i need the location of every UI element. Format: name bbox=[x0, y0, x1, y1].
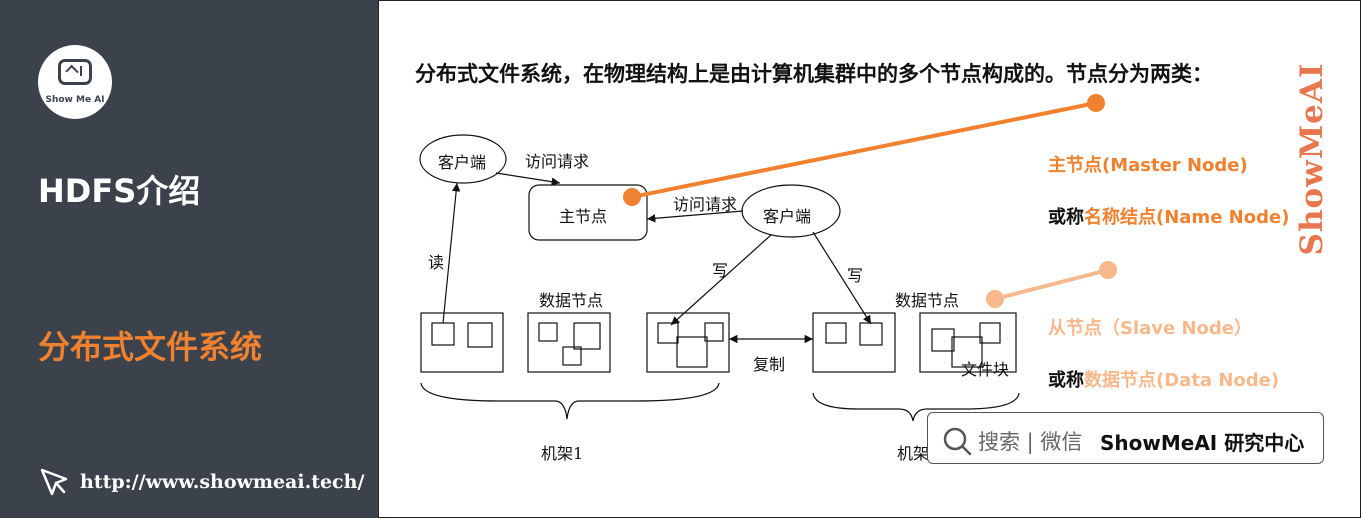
file-block-label: 文件块 bbox=[961, 360, 1010, 379]
access-request-arrow-2 bbox=[646, 210, 744, 223]
slide-heading: 分布式文件系统，在物理结构上是由计算机集群中的多个节点构成的。节点分为两类： bbox=[415, 62, 1213, 86]
website-url[interactable]: http://www.showmeai.tech/ bbox=[80, 471, 365, 493]
data-node-label-2: 数据节点 bbox=[895, 291, 960, 310]
master-callout-dot bbox=[1087, 94, 1105, 112]
access-request-arrow-1 bbox=[495, 172, 561, 186]
master-callout-line bbox=[631, 101, 1097, 199]
write-arrow-2 bbox=[812, 231, 872, 325]
file-block bbox=[467, 322, 493, 348]
data-node-text: 数据节点(Data Node) bbox=[1084, 370, 1280, 391]
file-block bbox=[825, 322, 847, 344]
data-node-box-2 bbox=[527, 312, 611, 373]
slave-callout-dot bbox=[986, 290, 1004, 308]
data-node-box-1 bbox=[420, 312, 504, 373]
client-label-1: 客户端 bbox=[438, 153, 487, 172]
file-block bbox=[979, 322, 1001, 344]
file-block bbox=[951, 336, 983, 368]
file-block bbox=[657, 322, 679, 344]
or-label: 或称 bbox=[1048, 207, 1084, 228]
file-block bbox=[676, 336, 708, 368]
file-block bbox=[931, 328, 955, 352]
watermark: ShowMeAI bbox=[1294, 62, 1330, 256]
rack-1-label: 机架1 bbox=[541, 444, 584, 463]
slide-content: 分布式文件系统，在物理结构上是由计算机集群中的多个节点构成的。节点分为两类： bbox=[378, 0, 1361, 518]
search-brand: ShowMeAI 研究中心 bbox=[1100, 431, 1305, 455]
file-block bbox=[562, 346, 582, 366]
hdfs-diagram bbox=[419, 94, 1117, 422]
name-node-legend: 或称名称结点(Name Node) bbox=[1048, 203, 1289, 229]
file-block bbox=[704, 322, 724, 342]
rack-1-brace bbox=[420, 382, 720, 420]
name-node-text: 名称结点(Name Node) bbox=[1084, 207, 1290, 228]
data-node-label-1: 数据节点 bbox=[539, 291, 604, 310]
slave-callout-dot bbox=[1099, 261, 1117, 279]
file-block bbox=[431, 322, 455, 346]
master-callout-dot bbox=[623, 188, 641, 206]
data-node-box-5 bbox=[919, 312, 1017, 373]
read-label: 读 bbox=[428, 253, 445, 272]
cursor-icon bbox=[40, 468, 68, 496]
client-label-2: 客户端 bbox=[763, 207, 812, 226]
slave-node-legend: 从节点（Slave Node） bbox=[1048, 318, 1253, 339]
sidebar: Show Me AI HDFS介绍 分布式文件系统 http://www.sho… bbox=[0, 0, 378, 518]
access-request-label-1: 访问请求 bbox=[525, 152, 590, 171]
read-arrow bbox=[442, 182, 461, 324]
logo-text: Show Me AI bbox=[45, 95, 105, 105]
search-box[interactable]: 搜索 | 微信 ShowMeAI 研究中心 bbox=[927, 412, 1324, 464]
page-title: HDFS介绍 bbox=[38, 172, 201, 210]
search-text: 搜索 | 微信 bbox=[978, 430, 1083, 454]
write-label-2: 写 bbox=[847, 266, 864, 285]
or-label: 或称 bbox=[1048, 370, 1084, 391]
replication-label: 复制 bbox=[753, 355, 786, 374]
data-node-box-4 bbox=[812, 312, 896, 373]
slave-callout-line bbox=[994, 268, 1109, 301]
access-request-label-2: 访问请求 bbox=[673, 195, 738, 214]
rack-n-brace bbox=[812, 392, 1020, 422]
write-label-1: 写 bbox=[712, 261, 729, 280]
master-node-box bbox=[528, 184, 648, 241]
master-node-label: 主节点 bbox=[559, 207, 608, 226]
file-block bbox=[573, 322, 601, 350]
data-node-legend: 或称数据节点(Data Node) bbox=[1048, 366, 1279, 392]
file-block bbox=[859, 322, 883, 346]
file-block bbox=[538, 322, 558, 342]
client-node-1 bbox=[419, 134, 507, 184]
section-title: 分布式文件系统 bbox=[38, 328, 263, 366]
master-node-legend: 主节点(Master Node) bbox=[1048, 155, 1248, 176]
robot-face-icon bbox=[58, 59, 92, 85]
search-icon bbox=[943, 427, 972, 456]
logo[interactable]: Show Me AI bbox=[38, 45, 112, 119]
website-link[interactable]: http://www.showmeai.tech/ bbox=[38, 466, 364, 498]
write-arrow-1 bbox=[670, 234, 772, 326]
